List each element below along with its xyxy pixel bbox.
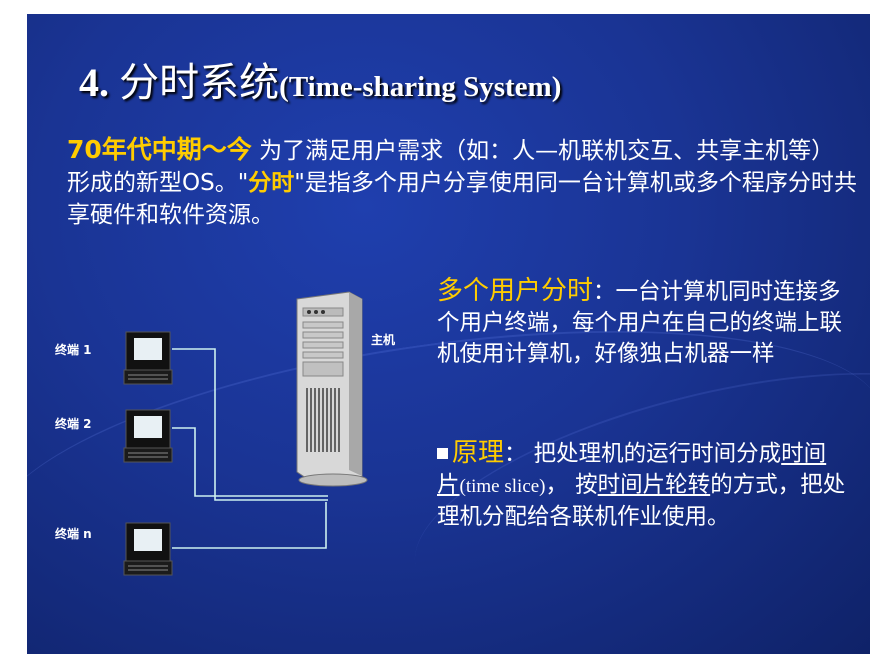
wire-terminal-n (172, 502, 327, 549)
time-sharing-diagram: 终端 1 终端 2 终端 n 主机 (55, 291, 395, 576)
square-bullet-icon (437, 448, 448, 459)
terminal-1-label: 终端 1 (55, 342, 92, 357)
host-label: 主机 (371, 332, 395, 347)
principle-text-c: 的方式，把处理机分配给各联机作业使用。 (437, 472, 846, 530)
principle-text-a: ： 把处理机的运行时间分成 (504, 441, 782, 467)
host-computer-icon (296, 291, 368, 487)
intro-highlight: 分时 (248, 170, 295, 196)
terminal-n-label: 终端 n (55, 526, 92, 541)
principle-heading: 原理 (452, 438, 505, 468)
intro-lead: 70年代中期～今 (67, 135, 252, 164)
connection-wires (172, 348, 328, 549)
term-round-robin: 时间片轮转 (597, 472, 711, 498)
terminal-2-label: 终端 2 (55, 416, 92, 431)
wire-terminal-2 (172, 427, 328, 497)
multi-user-heading: 多个用户分时 (437, 276, 594, 306)
term-english: (time slice) (459, 476, 546, 497)
principle-text-b: ， 按 (545, 472, 598, 498)
wire-terminal-1 (172, 348, 328, 501)
title-number: 4. (79, 60, 109, 105)
terminal-2-icon (123, 409, 173, 463)
intro-text-1: 为了满足用户需求（如：人—机联机交互、共享主机等）形成的新型OS。" (67, 138, 835, 196)
multi-user-text: ：一台计算机同时连接多个用户终端，每个用户在自己的终端上联机使用计算机，好像独占… (437, 279, 843, 367)
title-chinese: 分时系统 (119, 60, 280, 106)
title-english: (Time-sharing System) (279, 71, 562, 103)
intro-paragraph: 70年代中期～今 为了满足用户需求（如：人—机联机交互、共享主机等）形成的新型O… (67, 134, 857, 231)
terminal-1-icon (123, 331, 173, 385)
slide-title: 4. 分时系统(Time-sharing System) (79, 50, 561, 108)
slide: 4. 分时系统(Time-sharing System) 70年代中期～今 为了… (27, 14, 870, 654)
terminal-n-icon (123, 522, 173, 576)
intro-text-2: "是指多个用户分享使用同一台计算机或多个程序分时共享硬件和软件资源。 (67, 170, 857, 228)
principle-paragraph: 原理： 把处理机的运行时间分成时间片(time slice)， 按时间片轮转的方… (437, 438, 847, 533)
multi-user-paragraph: 多个用户分时：一台计算机同时连接多个用户终端，每个用户在自己的终端上联机使用计算… (437, 276, 847, 370)
